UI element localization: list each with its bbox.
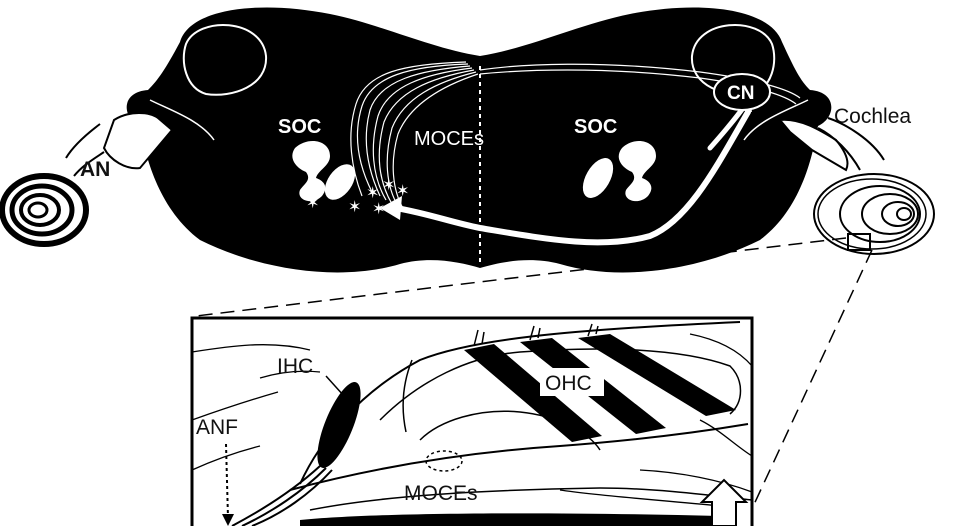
svg-text:✶: ✶: [306, 195, 319, 212]
svg-text:✶: ✶: [396, 183, 409, 200]
label-soc-left: SOC: [278, 116, 321, 138]
label-soc-right: SOC: [574, 116, 617, 138]
left-cochlea: [2, 176, 86, 244]
right-cochlea: [814, 174, 934, 254]
label-ohc: OHC: [545, 372, 592, 395]
label-ihc: IHC: [277, 355, 313, 378]
label-an: AN: [80, 158, 110, 181]
label-moces-bottom: MOCEs: [404, 482, 478, 505]
svg-text:✶: ✶: [326, 187, 339, 204]
organ-of-corti-inset: OHC IHC ANF MOCEs: [192, 318, 752, 526]
label-moces-top: MOCEs: [414, 128, 484, 150]
svg-text:✶: ✶: [366, 185, 379, 202]
label-cn: CN: [727, 83, 754, 104]
zoom-line-right: [744, 250, 872, 526]
svg-text:✶: ✶: [348, 199, 361, 216]
cochlear-nucleus: CN: [714, 74, 770, 110]
label-anf: ANF: [196, 416, 238, 439]
label-cochlea: Cochlea: [834, 105, 911, 128]
svg-text:✶: ✶: [382, 177, 395, 194]
